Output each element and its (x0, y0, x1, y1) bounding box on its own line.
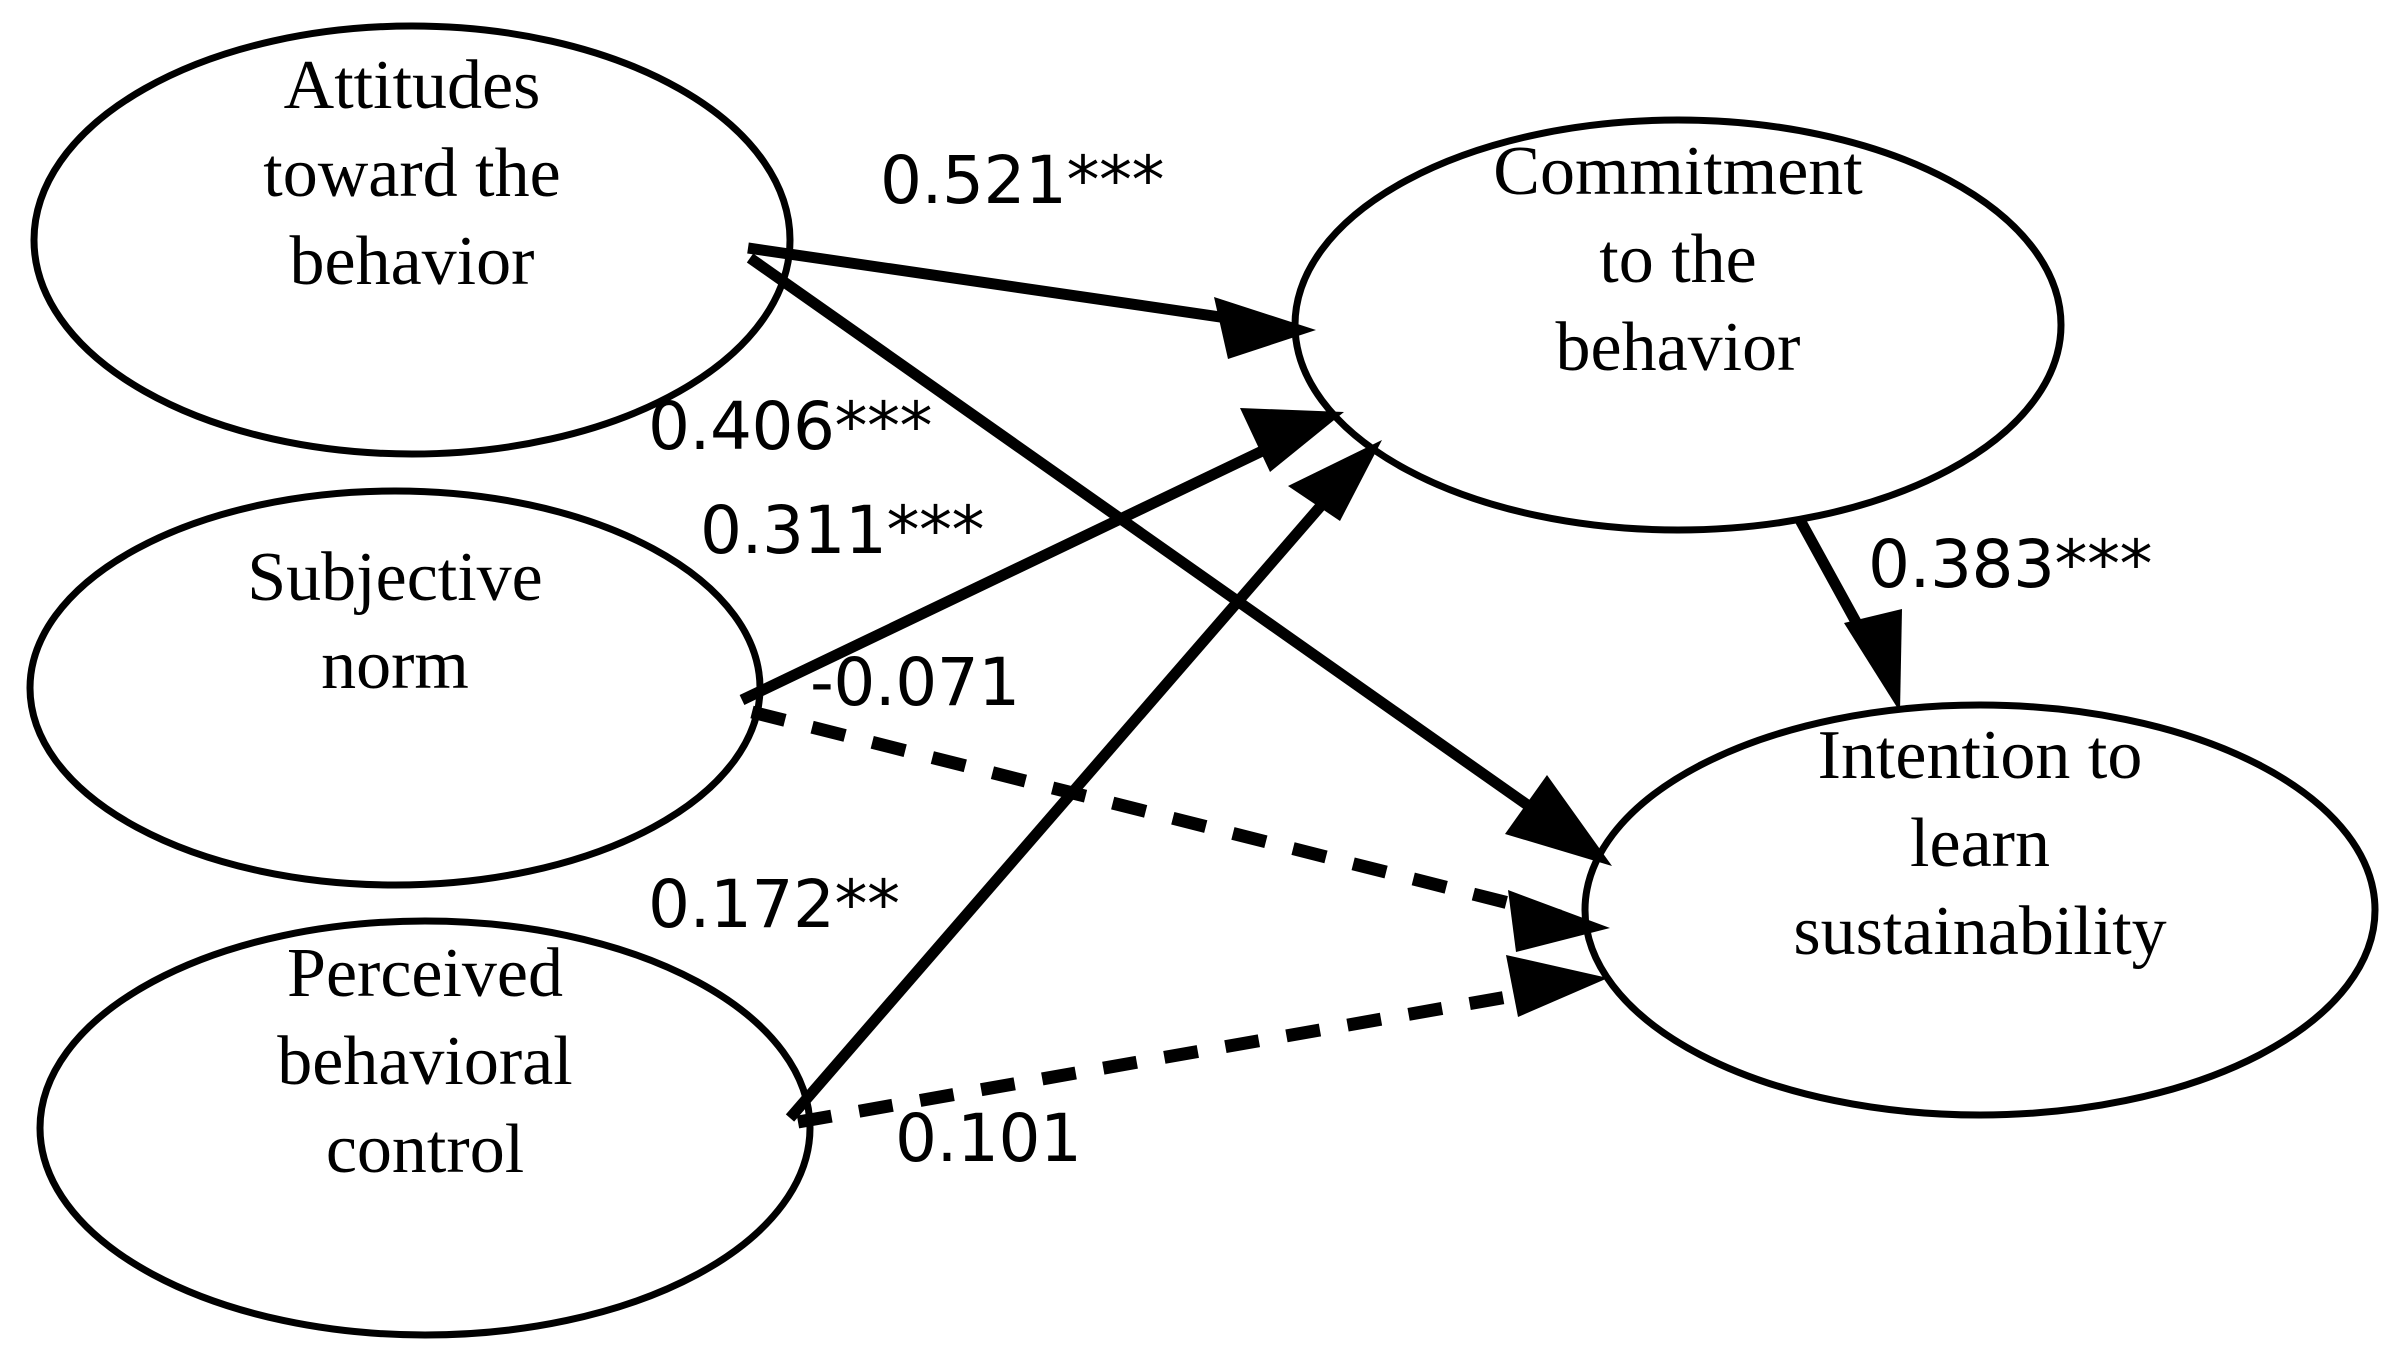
edge-attitudes-to-commitment[interactable] (747, 242, 1316, 359)
edge-perceived-behavioral-control-to-intention[interactable] (796, 955, 1608, 1129)
node-ellipse-perceived-behavioral-control[interactable] (36, 917, 814, 1339)
edge-subjective-norm-to-intention[interactable] (750, 705, 1610, 952)
arrow-head-attitudes-to-intention (1505, 775, 1612, 866)
arrow-head-attitudes-to-commitment (1214, 297, 1316, 359)
edge-perceived-behavioral-control-to-commitment[interactable] (785, 440, 1382, 1122)
path-label-subjective-norm-to-intention: -0.071 (810, 644, 1020, 721)
edge-attitudes-to-intention[interactable] (746, 253, 1612, 866)
node-ellipse-subjective-norm[interactable] (26, 487, 764, 889)
path-label-perceived-behavioral-control-to-commitment: 0.172** (648, 866, 900, 943)
arrow-head-perceived-behavioral-control-to-commitment (1288, 440, 1382, 521)
node-ellipse-intention[interactable] (1581, 701, 2379, 1119)
node-ellipse-commitment[interactable] (1291, 116, 2065, 534)
path-label-attitudes-to-commitment: 0.521*** (880, 142, 1164, 219)
path-label-subjective-norm-to-commitment: 0.311*** (700, 492, 984, 569)
arrow-head-subjective-norm-to-commitment (1240, 408, 1344, 472)
node-ellipse-attitudes[interactable] (30, 22, 794, 458)
path-label-perceived-behavioral-control-to-intention: 0.101 (895, 1100, 1082, 1177)
arrow-head-commitment-to-intention (1844, 609, 1902, 712)
path-label-commitment-to-intention: 0.383*** (1868, 526, 2152, 603)
arrow-head-perceived-behavioral-control-to-intention (1506, 955, 1608, 1017)
edge-commitment-to-intention[interactable] (1795, 517, 1902, 712)
path-label-attitudes-to-intention: 0.406*** (648, 388, 932, 465)
arrow-head-subjective-norm-to-intention (1508, 890, 1610, 952)
edge-subjective-norm-to-commitment[interactable] (739, 408, 1344, 705)
